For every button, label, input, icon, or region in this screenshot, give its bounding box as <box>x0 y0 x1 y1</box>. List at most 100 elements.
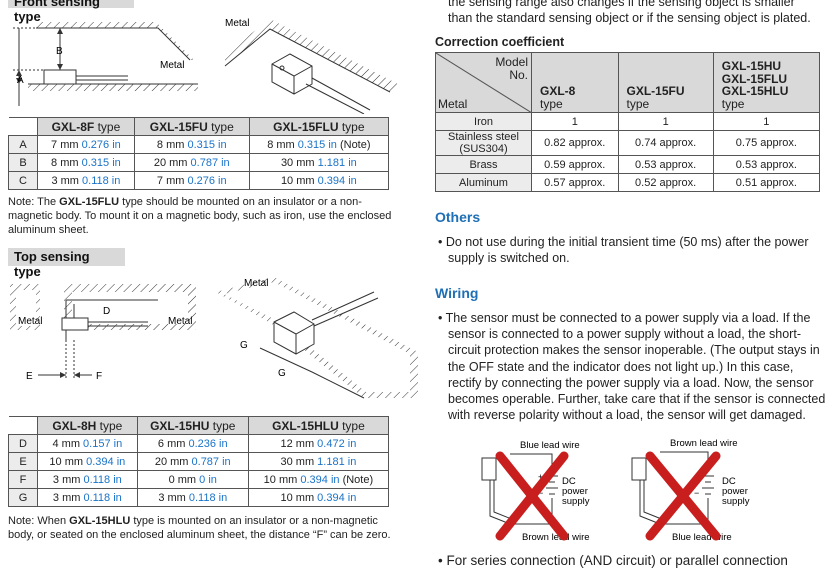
coefficient-cell: 1 <box>712 112 821 131</box>
value-cell: 3 mm 0.118 in <box>37 488 138 507</box>
corner-model: Model No. <box>495 55 528 82</box>
metal-label: Metal <box>160 60 184 71</box>
coefficient-cell: 0.82 approx. <box>531 130 619 156</box>
front-sensing-figure-3d: Metal <box>224 18 398 114</box>
section-title-top: Top sensing type <box>8 248 125 279</box>
value-cell: 8 mm 0.315 in <box>133 135 250 154</box>
metal-left-label: Metal <box>18 316 42 327</box>
wire-bottom-label: Brown lead wire <box>522 532 590 543</box>
metal-cell: Aluminum <box>435 173 532 192</box>
wiring-diagram-1: Blue lead wire Brown lead wire + − DC po… <box>481 440 590 543</box>
intro-text: the sensing range also changes if the se… <box>448 0 811 26</box>
metal-label: Metal <box>244 278 268 289</box>
cross-mark-icon <box>645 451 721 541</box>
series-bullet: • For series connection (AND circuit) or… <box>438 553 788 568</box>
value-cell: 7 mm 0.276 in <box>37 135 135 154</box>
others-bullet: • Do not use during the initial transien… <box>438 235 809 266</box>
col-header-2: GXL-15FU type <box>133 117 250 136</box>
section-title-front: Front sensing type <box>8 0 134 24</box>
value-cell: 10 mm 0.394 in <box>248 171 390 190</box>
metal-cell: Iron <box>435 112 532 131</box>
col-header-2: GXL-15HU type <box>136 416 249 435</box>
svg-text:+: + <box>538 472 543 482</box>
value-cell: 12 mm 0.472 in <box>247 434 390 453</box>
svg-text:supply: supply <box>722 496 750 507</box>
row-label: D <box>8 434 38 453</box>
coefficient-cell: 0.53 approx. <box>617 155 714 174</box>
metal-cell: Stainless steel (SUS304) <box>435 130 532 156</box>
metal-label: Metal <box>225 18 249 29</box>
row-label: F <box>8 470 38 489</box>
value-cell: 8 mm 0.315 in (Note) <box>248 135 390 154</box>
value-cell: 6 mm 0.236 in <box>136 434 249 453</box>
row-label: A <box>8 135 38 154</box>
value-cell: 30 mm 1.181 in <box>248 153 390 172</box>
value-cell: 30 mm 1.181 in <box>247 452 390 471</box>
corner-metal: Metal <box>438 96 468 111</box>
svg-text:DC: DC <box>722 476 736 487</box>
value-cell: 0 mm 0 in <box>136 470 249 489</box>
wire-top-label: Blue lead wire <box>520 440 580 451</box>
table-row: Stainless steel (SUS304)0.82 approx.0.74… <box>435 130 821 156</box>
cross-mark-icon <box>495 451 569 541</box>
dim-e-label: E <box>26 371 33 382</box>
dim-b-label: B <box>56 46 63 57</box>
dim-d-label: D <box>103 306 110 317</box>
dim-g-label-2: G <box>278 368 286 379</box>
coefficient-cell: 0.53 approx. <box>712 155 821 174</box>
coefficient-cell: 0.51 approx. <box>712 173 821 192</box>
value-cell: 4 mm 0.157 in <box>37 434 138 453</box>
coefficient-cell: 0.75 approx. <box>712 130 821 156</box>
value-cell: 20 mm 0.787 in <box>136 452 249 471</box>
value-cell: 7 mm 0.276 in <box>133 171 250 190</box>
coefficient-cell: 0.57 approx. <box>531 173 619 192</box>
front-sensing-figure-side: B A Metal <box>13 22 198 106</box>
col-header-3: GXL-15HLU type <box>247 416 390 435</box>
coefficient-cell: 0.74 approx. <box>617 130 714 156</box>
metal-right-label: Metal <box>168 316 192 327</box>
col-header-1: GXL-8F type <box>37 117 135 136</box>
value-cell: 3 mm 0.118 in <box>37 171 135 190</box>
wire-bottom-label: Blue lead wire <box>672 532 732 543</box>
correction-title: Correction coefficient <box>435 35 565 49</box>
wiring-title: Wiring <box>435 285 479 301</box>
value-cell: 20 mm 0.787 in <box>133 153 250 172</box>
top-sensing-figure-3d: Metal G G <box>216 277 418 399</box>
svg-text:supply: supply <box>562 496 590 507</box>
value-cell: 3 mm 0.118 in <box>37 470 138 489</box>
coefficient-cell: 1 <box>617 112 714 131</box>
svg-text:DC: DC <box>562 476 576 487</box>
value-cell: 8 mm 0.315 in <box>37 153 135 172</box>
coefficient-cell: 0.52 approx. <box>617 173 714 192</box>
top-note: Note: When GXL-15HLU type is mounted on … <box>8 515 391 541</box>
dim-g-label-1: G <box>240 340 248 351</box>
col-header-3: GXL-15FLU type <box>248 117 390 136</box>
svg-text:power: power <box>722 486 748 497</box>
others-title: Others <box>435 209 481 225</box>
value-cell: 10 mm 0.394 in <box>247 488 390 507</box>
wiring-bullet: • The sensor must be connected to a powe… <box>438 311 826 423</box>
svg-text:−: − <box>694 488 699 498</box>
col-header-1: GXL-8H type <box>37 416 138 435</box>
top-sensing-figure-side: D E F Metal Metal <box>10 284 196 382</box>
svg-text:−: − <box>538 488 543 498</box>
svg-text:power: power <box>562 486 588 497</box>
wire-top-label: Brown lead wire <box>670 438 738 449</box>
coefficient-cell: 1 <box>531 112 619 131</box>
corner-cell: Model No. Metal <box>435 52 532 113</box>
row-label: B <box>8 153 38 172</box>
